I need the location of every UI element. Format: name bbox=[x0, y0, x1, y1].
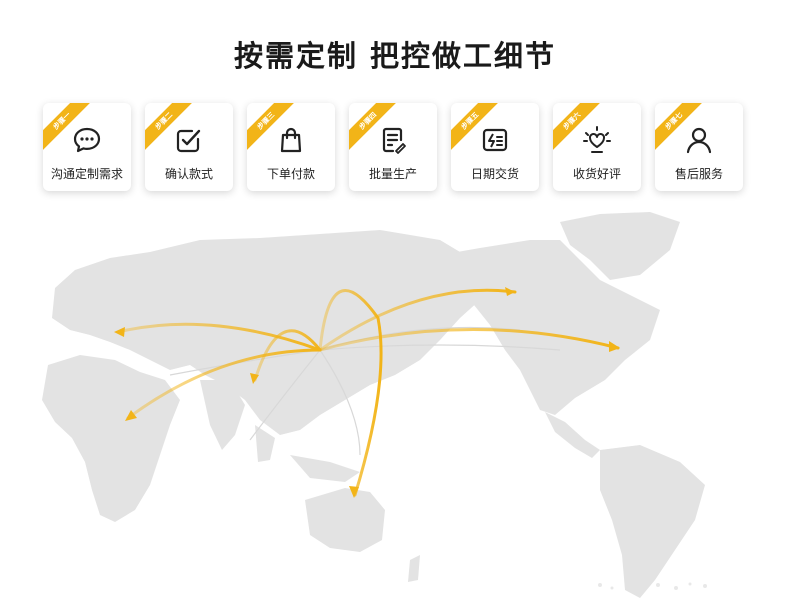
shopping-bag-icon bbox=[280, 127, 302, 153]
continents bbox=[42, 212, 705, 598]
faint-routes bbox=[169, 326, 561, 456]
process-steps: 步骤一 沟通定制需求 步骤二 确认款式 步骤三 下单付款 步骤四 批量生产 bbox=[43, 103, 743, 193]
step-card-7: 步骤七 售后服务 bbox=[655, 103, 743, 191]
step-card-2: 步骤二 确认款式 bbox=[145, 103, 233, 191]
route-arrowheads bbox=[114, 287, 620, 498]
step-label: 沟通定制需求 bbox=[50, 167, 123, 181]
step-label: 批量生产 bbox=[368, 167, 417, 181]
step-card-5: 步骤五 日期交货 bbox=[451, 103, 539, 191]
step-label: 下单付款 bbox=[266, 167, 315, 181]
step-card-1: 步骤一 沟通定制需求 bbox=[43, 103, 131, 191]
check-square-icon bbox=[176, 129, 201, 153]
step-card-4: 步骤四 批量生产 bbox=[349, 103, 437, 191]
user-icon bbox=[686, 127, 712, 154]
step-label: 售后服务 bbox=[674, 167, 723, 181]
map-dots bbox=[598, 582, 707, 590]
page-title: 按需定制 把控做工细节 bbox=[233, 39, 557, 73]
world-map bbox=[42, 212, 707, 598]
delivery-card-icon bbox=[482, 128, 508, 152]
document-list-icon bbox=[382, 127, 406, 154]
heart-sun-icon bbox=[583, 126, 611, 153]
step-card-3: 步骤三 下单付款 bbox=[247, 103, 335, 191]
chat-bubble-icon bbox=[73, 127, 101, 153]
step-card-6: 步骤六 收货好评 bbox=[553, 103, 641, 191]
step-label: 确认款式 bbox=[164, 167, 213, 181]
shipping-routes bbox=[116, 288, 620, 497]
step-label: 日期交货 bbox=[470, 167, 519, 181]
step-label: 收货好评 bbox=[572, 167, 621, 181]
